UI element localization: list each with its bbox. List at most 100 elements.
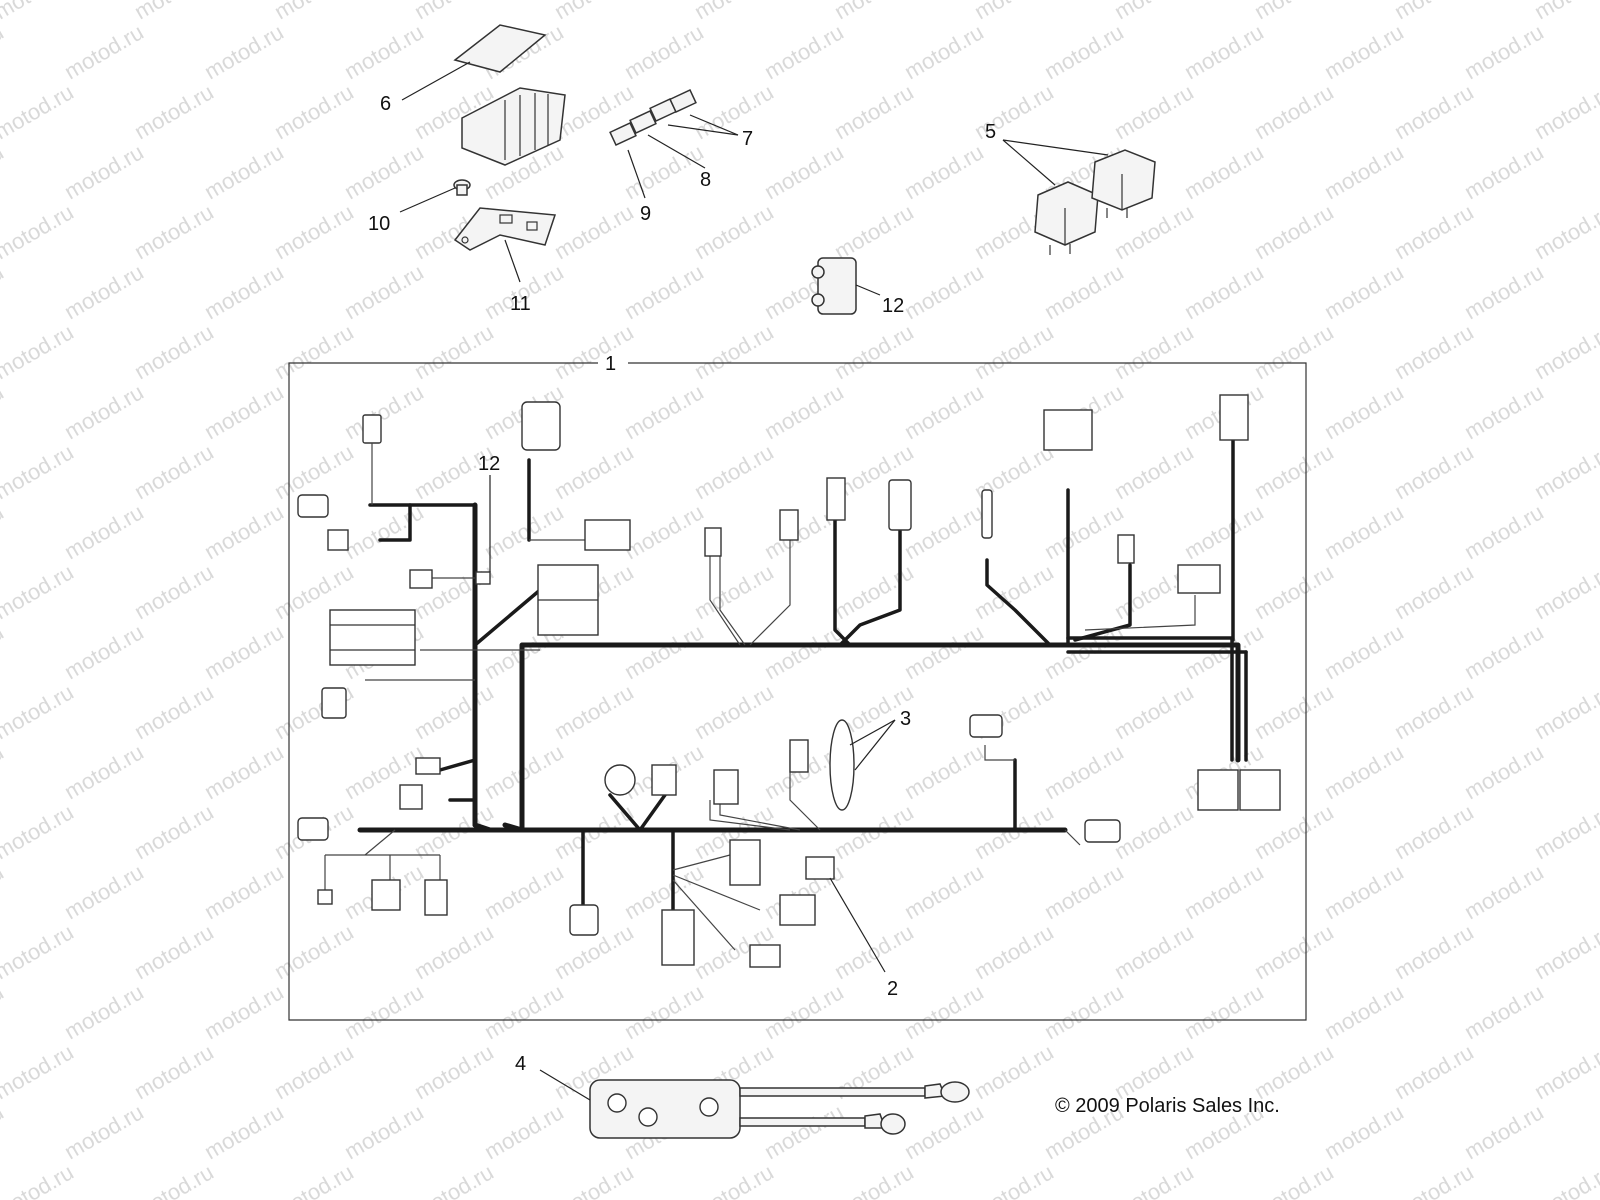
watermark-text: motod.ru bbox=[1390, 439, 1478, 504]
watermark-text: motod.ru bbox=[970, 559, 1058, 624]
watermark-text: motod.ru bbox=[200, 19, 288, 84]
watermark-text: motod.ru bbox=[340, 379, 428, 444]
watermark-text: motod.ru bbox=[130, 319, 218, 384]
watermark-text: motod.ru bbox=[200, 499, 288, 564]
watermark-text: motod.ru bbox=[620, 619, 708, 684]
watermark-text: motod.ru bbox=[1110, 319, 1198, 384]
watermark-text: motod.ru bbox=[1180, 499, 1268, 564]
harness-connectors bbox=[297, 394, 1281, 968]
watermark-text: motod.ru bbox=[1040, 739, 1128, 804]
watermark-text: motod.ru bbox=[1250, 79, 1338, 144]
watermark-text: motod.ru bbox=[60, 379, 148, 444]
watermark-text: motod.ru bbox=[1460, 979, 1548, 1044]
watermark-text: motod.ru bbox=[1460, 1099, 1548, 1164]
watermark-text: motod.ru bbox=[410, 559, 498, 624]
watermark-text: motod.ru bbox=[1460, 499, 1548, 564]
watermark-text: motod.ru bbox=[0, 379, 8, 444]
watermark-text: motod.ru bbox=[130, 559, 218, 624]
watermark-text: motod.ru bbox=[130, 439, 218, 504]
watermark-text: motod.ru bbox=[130, 0, 218, 24]
watermark-text: motod.ru bbox=[410, 1159, 498, 1200]
watermark-text: motod.ru bbox=[0, 799, 78, 864]
callout-10: 10 bbox=[368, 213, 390, 235]
harness-upper-branches bbox=[709, 438, 1235, 647]
watermark-text: motod.ru bbox=[1320, 379, 1408, 444]
watermark-text: motod.ru bbox=[200, 859, 288, 924]
watermark-text: motod.ru bbox=[1320, 1099, 1408, 1164]
fuse-box bbox=[461, 87, 566, 166]
watermark-text: motod.ru bbox=[200, 619, 288, 684]
watermark-text: motod.ru bbox=[1250, 1159, 1338, 1200]
callout-8: 8 bbox=[700, 169, 711, 191]
watermark-text: motod.ru bbox=[1250, 319, 1338, 384]
watermark-text: motod.ru bbox=[410, 919, 498, 984]
watermark-text: motod.ru bbox=[0, 619, 8, 684]
watermark-text: motod.ru bbox=[900, 19, 988, 84]
watermark-text: motod.ru bbox=[1460, 19, 1548, 84]
parts-7-8-9-fuses bbox=[609, 89, 697, 146]
watermark-text: motod.ru bbox=[1110, 0, 1198, 24]
part-12-circuit-breaker bbox=[811, 257, 857, 315]
watermark-text: motod.ru bbox=[1530, 439, 1600, 504]
watermark-text: motod.ru bbox=[690, 199, 778, 264]
watermark-text: motod.ru bbox=[1320, 859, 1408, 924]
watermark-text: motod.ru bbox=[620, 259, 708, 324]
watermark-text: motod.ru bbox=[1180, 19, 1268, 84]
watermark-text: motod.ru bbox=[1390, 1159, 1478, 1200]
watermark-text: motod.ru bbox=[1040, 979, 1128, 1044]
watermark-text: motod.ru bbox=[690, 559, 778, 624]
watermark-text: motod.ru bbox=[830, 319, 918, 384]
watermark-text: motod.ru bbox=[1110, 1159, 1198, 1200]
watermark-text: motod.ru bbox=[1530, 319, 1600, 384]
watermark-text: motod.ru bbox=[1320, 139, 1408, 204]
callout-3: 3 bbox=[900, 708, 911, 730]
watermark-text: motod.ru bbox=[340, 259, 428, 324]
watermark-text: motod.ru bbox=[900, 619, 988, 684]
harness-left-branches bbox=[324, 458, 585, 890]
watermark-text: motod.ru bbox=[130, 1159, 218, 1200]
watermark-text: motod.ru bbox=[970, 1159, 1058, 1200]
watermark-text: motod.ru bbox=[0, 259, 8, 324]
watermark-text: motod.ru bbox=[900, 859, 988, 924]
watermark-text: motod.ru bbox=[900, 739, 988, 804]
watermark-text: motod.ru bbox=[130, 919, 218, 984]
watermark-text: motod.ru bbox=[340, 1099, 428, 1164]
watermark-text: motod.ru bbox=[830, 1159, 918, 1200]
watermark-text: motod.ru bbox=[340, 139, 428, 204]
watermark-text: motod.ru bbox=[900, 1099, 988, 1164]
watermark-text: motod.ru bbox=[270, 0, 358, 24]
watermark-text: motod.ru bbox=[1390, 799, 1478, 864]
watermark-text: motod.ru bbox=[480, 859, 568, 924]
watermark-text: motod.ru bbox=[1180, 259, 1268, 324]
watermark-text: motod.ru bbox=[1110, 679, 1198, 744]
watermark-text: motod.ru bbox=[1040, 499, 1128, 564]
watermark-text: motod.ru bbox=[830, 0, 918, 24]
watermark-text: motod.ru bbox=[1390, 679, 1478, 744]
watermark-text: motod.ru bbox=[1530, 919, 1600, 984]
watermark-text: motod.ru bbox=[1460, 739, 1548, 804]
watermark-text: motod.ru bbox=[620, 139, 708, 204]
watermark-text: motod.ru bbox=[550, 1159, 638, 1200]
watermark-text: motod.ru bbox=[1250, 919, 1338, 984]
watermark-text: motod.ru bbox=[1320, 619, 1408, 684]
watermark-text: motod.ru bbox=[550, 199, 638, 264]
watermark-text: motod.ru bbox=[760, 1099, 848, 1164]
watermark-text: motod.ru bbox=[200, 1099, 288, 1164]
watermark-text: motod.ru bbox=[130, 199, 218, 264]
watermark-text: motod.ru bbox=[270, 199, 358, 264]
watermark-text: motod.ru bbox=[1180, 139, 1268, 204]
watermark-text: motod.ru bbox=[340, 979, 428, 1044]
watermark-text: motod.ru bbox=[410, 319, 498, 384]
watermark-text: motod.ru bbox=[1530, 199, 1600, 264]
watermark-text: motod.ru bbox=[1460, 379, 1548, 444]
watermark-text: motod.ru bbox=[1320, 979, 1408, 1044]
watermark-text: motod.ru bbox=[1040, 19, 1128, 84]
watermark-text: motod.ru bbox=[690, 319, 778, 384]
watermark-text: motod.ru bbox=[0, 979, 8, 1044]
watermark-text: motod.ru bbox=[690, 679, 778, 744]
watermark-text: motod.ru bbox=[1390, 199, 1478, 264]
watermark-text: motod.ru bbox=[1530, 1159, 1600, 1200]
watermark-text: motod.ru bbox=[410, 679, 498, 744]
watermark-text: motod.ru bbox=[130, 679, 218, 744]
